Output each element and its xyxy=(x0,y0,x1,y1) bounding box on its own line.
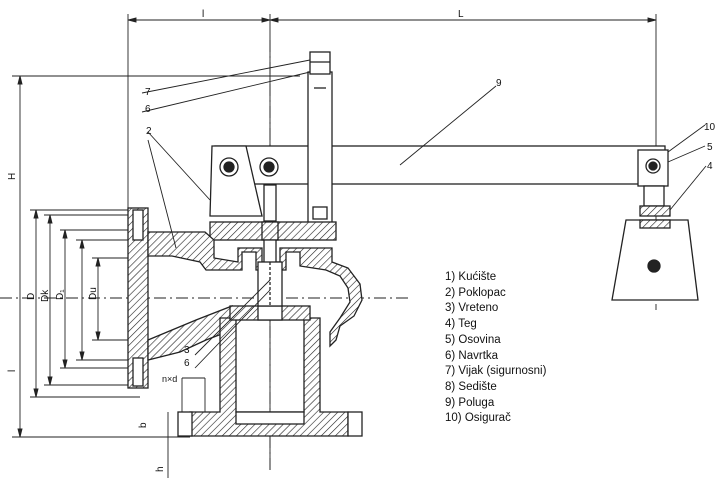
callout-6-top: 6 xyxy=(145,104,151,115)
callout-6-low: 6 xyxy=(184,358,190,369)
dim-L: L xyxy=(458,9,464,20)
legend-item: 9) Poluga xyxy=(445,396,495,409)
dim-l-lower: l xyxy=(7,370,18,372)
callout-3: 3 xyxy=(184,345,190,356)
callout-4: 4 xyxy=(707,161,713,172)
callout-9: 9 xyxy=(496,78,502,89)
dim-h: h xyxy=(155,466,166,472)
legend-item: 10) Osigurač xyxy=(445,412,511,425)
dim-Dk: Dk xyxy=(40,289,51,302)
dim-nxd: n×d xyxy=(162,374,177,384)
legend-item: 2) Poklopac xyxy=(445,286,506,299)
callout-10: 10 xyxy=(704,122,716,133)
lever-pins xyxy=(219,157,661,177)
dim-Du: Du xyxy=(88,287,99,300)
callout-7: 7 xyxy=(145,87,151,98)
parts-legend: 1) Kućište 2) Poklopac 3) Vreteno 4) Teg… xyxy=(445,270,546,427)
weight xyxy=(611,185,699,301)
dim-D1: D₁ xyxy=(55,289,66,300)
dim-D: D xyxy=(26,293,37,300)
callout-5: 5 xyxy=(707,142,713,153)
leader-lines xyxy=(141,59,707,478)
spindle xyxy=(257,184,283,307)
screw-column xyxy=(307,51,333,227)
dim-b: b xyxy=(138,422,149,428)
legend-item: 8) Sedište xyxy=(445,380,497,393)
dim-H: H xyxy=(7,173,18,180)
callout-2: 2 xyxy=(146,126,152,137)
lever xyxy=(209,145,669,217)
legend-item: 7) Vijak (sigurnosni) xyxy=(445,365,547,378)
centerlines xyxy=(0,40,668,470)
valve-body xyxy=(127,207,363,437)
legend-item: 5) Osovina xyxy=(445,333,501,346)
left-dimension-lines xyxy=(12,75,300,438)
legend-item: 3) Vreteno xyxy=(445,302,499,315)
legend-item: 1) Kućište xyxy=(445,271,497,283)
legend-item: 6) Navrtka xyxy=(445,349,499,362)
legend-item: 4) Teg xyxy=(445,318,477,331)
dim-l-top: l xyxy=(202,9,204,20)
